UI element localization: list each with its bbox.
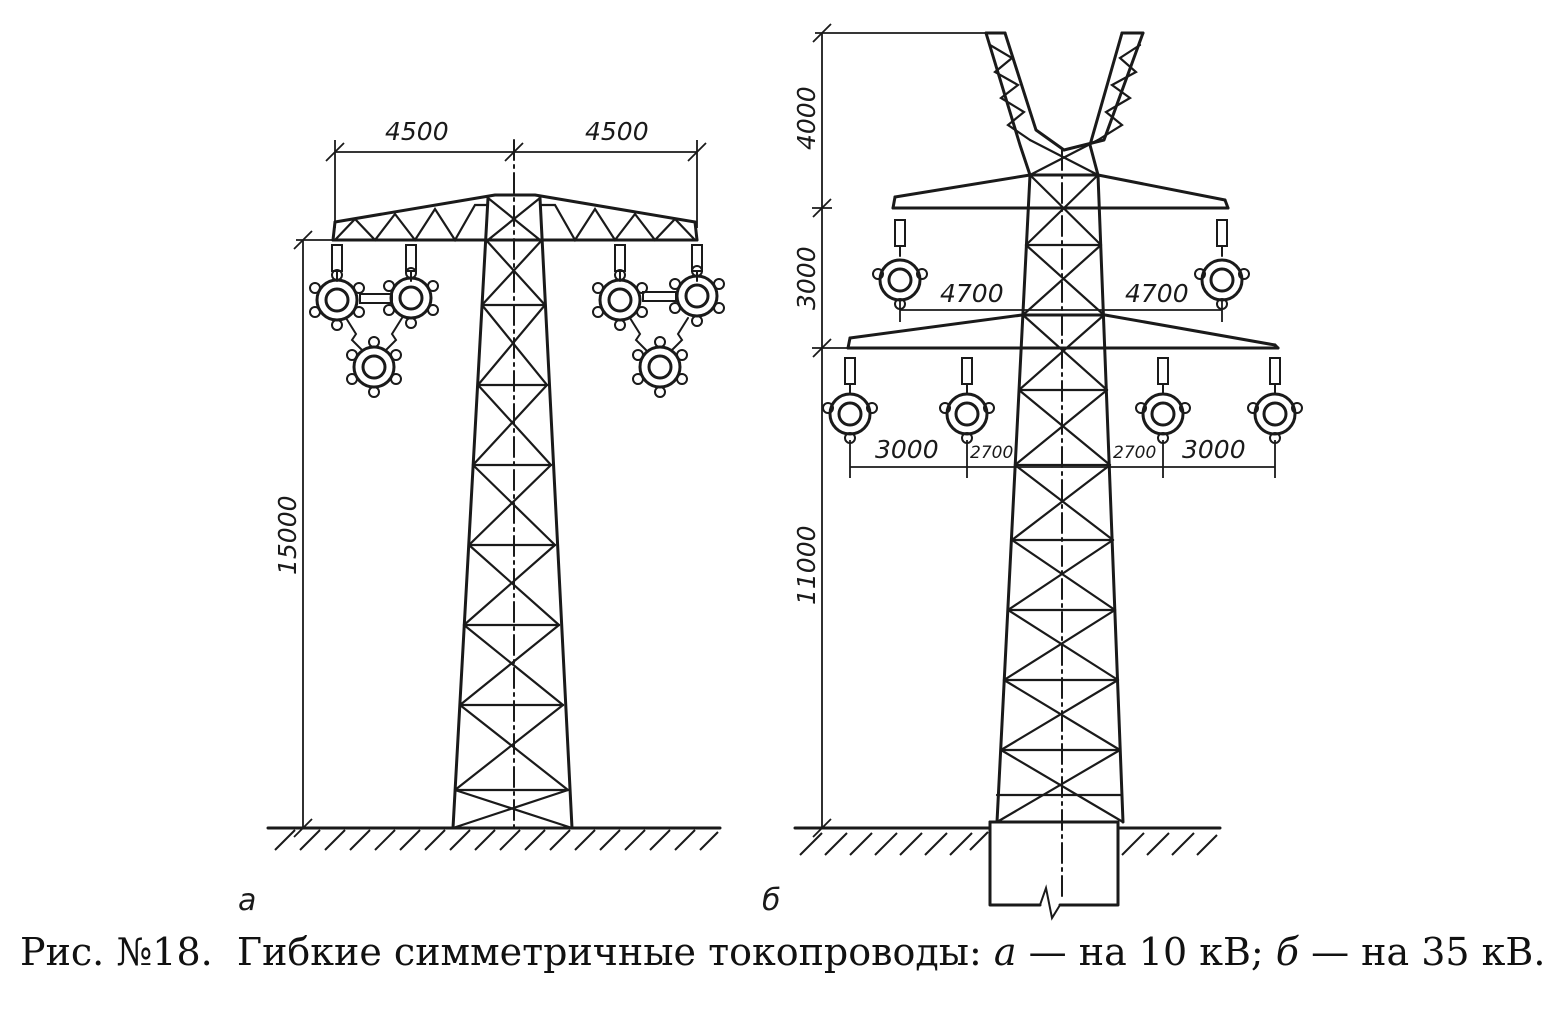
dim-label-4000: 4000 (792, 86, 821, 150)
caption-b-letter: б (1275, 930, 1299, 974)
dim-span-a (325, 140, 707, 228)
caption-b-text: — на 35 кВ. (1299, 930, 1546, 974)
dim-label-2700-right: 2700 (1113, 443, 1156, 463)
mast-lattice-a (451, 238, 574, 830)
dim-label-2700-left: 2700 (970, 443, 1013, 463)
dim-upper-b (899, 300, 1223, 322)
conductor-bundle-a-right (591, 264, 726, 399)
caption-number: Рис. №18. (20, 930, 213, 974)
dim-height-a (293, 230, 333, 838)
dim-label-11000: 11000 (792, 525, 821, 605)
dim-label-4700-right: 4700 (1125, 279, 1189, 308)
dim-label-15000: 15000 (273, 495, 302, 575)
dim-label-4500-right: 4500 (585, 117, 649, 146)
dim-lower-b (849, 440, 1276, 478)
figure-label-b: б (762, 883, 781, 918)
caption-a-letter: а (993, 930, 1017, 974)
dim-label-3000-right: 3000 (1182, 435, 1246, 464)
figure-caption: Рис. №18. Гибкие симметричные токопровод… (20, 930, 1545, 974)
figure-label-a: а (238, 883, 256, 918)
dim-label-4500-left: 4500 (385, 117, 449, 146)
head-lattice-b (988, 43, 1142, 177)
conductor-bundle-a-left (308, 266, 440, 399)
caption-text: Гибкие симметричные токопроводы: (236, 930, 994, 974)
tower-b: 4700 4700 3000 2700 2700 3000 4000 3000 … (762, 23, 1304, 921)
tower-a: 4500 4500 15000 а (238, 117, 726, 918)
dim-label-4700-left: 4700 (940, 279, 1004, 308)
ground-hatch-a (274, 829, 719, 851)
dim-height-b (812, 23, 990, 838)
caption-a-text: — на 10 кВ; (1016, 930, 1276, 974)
dim-label-3000-vertical: 3000 (792, 246, 821, 310)
ground-hatch-b (799, 831, 1218, 856)
mast-lattice-b (995, 173, 1125, 824)
dim-label-3000-left: 3000 (875, 435, 939, 464)
